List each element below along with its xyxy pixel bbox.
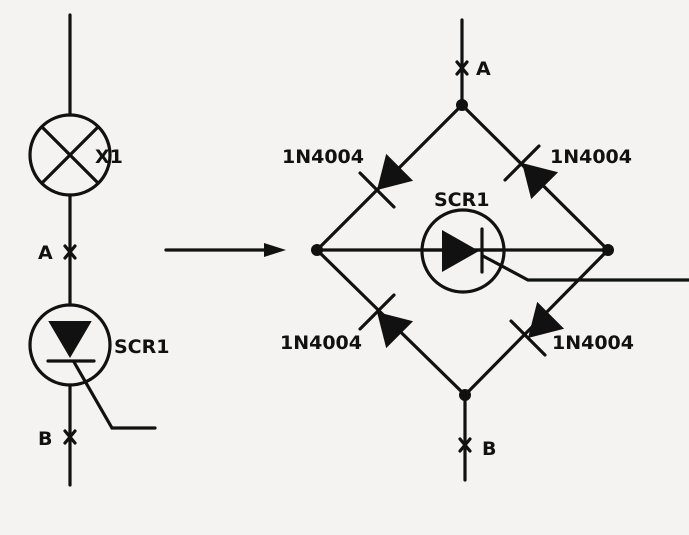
terminal-b-mark <box>63 429 77 445</box>
scr-label-left: SCR1 <box>114 336 169 358</box>
diode-label-bottom-left: 1N4004 <box>280 332 362 354</box>
bridge-terminal-b-mark <box>458 437 472 453</box>
node-left <box>311 244 323 256</box>
scr-left <box>28 303 157 430</box>
diode-top-right <box>503 144 559 200</box>
diode-top-left <box>358 153 414 209</box>
diode-label-top-left: 1N4004 <box>282 146 364 168</box>
bridge-circuit: A 1N4004 1N4004 1N4004 1N4004 <box>280 18 689 482</box>
terminal-a-label: A <box>38 242 53 264</box>
node-top <box>456 99 468 111</box>
arrow-icon <box>164 243 286 257</box>
bridge-terminal-a-label: A <box>476 58 491 80</box>
scr-bridge <box>420 208 689 294</box>
node-right <box>602 244 614 256</box>
left-circuit: X1 A SCR1 B <box>28 13 169 487</box>
scr-gate-lead-bridge <box>481 254 689 282</box>
diode-label-bottom-right: 1N4004 <box>552 332 634 354</box>
scr-gate-lead <box>72 360 157 430</box>
diode-bottom-left <box>358 293 414 349</box>
bridge-terminal-b-label: B <box>482 438 496 460</box>
bridge-terminal-a-mark <box>455 60 469 76</box>
diode-bottom-right <box>509 301 565 357</box>
diode-label-top-right: 1N4004 <box>550 146 632 168</box>
scr-label-bridge: SCR1 <box>434 189 489 211</box>
terminal-a-mark <box>63 244 77 260</box>
lamp-label: X1 <box>95 146 123 168</box>
terminal-b-label: B <box>38 428 52 450</box>
